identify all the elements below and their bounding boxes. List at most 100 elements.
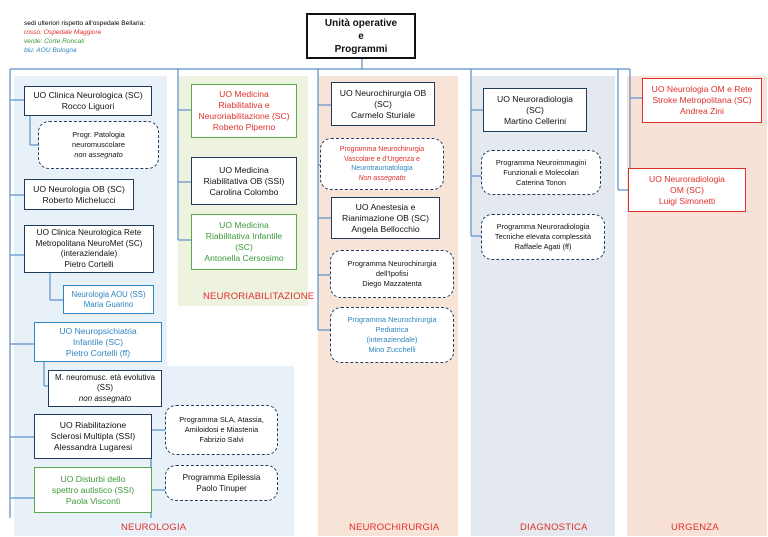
node-director: Raffaele Agati (ff) xyxy=(514,242,572,251)
uo-disturbi-spettro-autistico: UO Disturbi dello spettro autistico (SSI… xyxy=(34,467,152,513)
legend-title: sedi ulteriori rispetto all'ospedale Bel… xyxy=(24,20,146,27)
node-note: (interaziendale) xyxy=(60,249,118,258)
node-director: Maria Guarino xyxy=(83,299,134,309)
node-director: Roberto Piperno xyxy=(212,122,276,132)
node-title: UO Medicina xyxy=(219,220,269,230)
node-subtitle: neuromuscolare xyxy=(72,140,125,149)
label-urgenza: URGENZA xyxy=(671,522,719,533)
node-director: Andrea Zini xyxy=(680,106,724,116)
node-director: Martino Cellerini xyxy=(503,115,567,126)
node-note: (interaziendale) xyxy=(366,335,418,344)
node-subtitle: (SS) xyxy=(97,383,113,393)
node-title: UO Clinica Neurologica Rete xyxy=(36,228,142,237)
neurologia-aou: Neurologia AOU (SS) Maria Guarino xyxy=(63,285,154,314)
node-subtitle: Riabilitativa Infantile xyxy=(205,231,283,241)
progr-patologia-neuromuscolare: Progr. Patologia neuromuscolare non asse… xyxy=(38,121,159,169)
node-director: Luigi Simonetti xyxy=(658,195,716,206)
node-subtitle: Pediatrica xyxy=(375,325,409,334)
label-neurologia: NEUROLOGIA xyxy=(121,522,187,533)
root-line-2: e xyxy=(358,30,364,42)
node-subtitle: Sclerosi Multipla (SSI) xyxy=(50,431,136,441)
uo-clinica-neurologica-neuromet: UO Clinica Neurologica Rete Metropolitan… xyxy=(24,225,154,273)
node-subtitle: Riabilitativa e xyxy=(218,100,270,110)
node-director: Diego Mazzatenta xyxy=(362,279,422,288)
node-director: Pietro Cortelli (ff) xyxy=(65,347,131,358)
node-subtitle: Metropolitana NeuroMet (SC) xyxy=(35,238,143,248)
uo-neurologia-ob: UO Neurologia OB (SC) Roberto Michelucci xyxy=(24,179,134,210)
uo-riabilitazione-sclerosi-multipla: UO Riabilitazione Sclerosi Multipla (SSI… xyxy=(34,414,152,459)
node-director: Angela Bellocchio xyxy=(351,223,420,234)
legend-green: verde: Corte Roncati xyxy=(24,38,85,45)
label-diagnostica: DIAGNOSTICA xyxy=(520,522,588,533)
uo-neuropsichiatria-infantile: UO Neuropsichiatria Infantile (SC) Pietr… xyxy=(34,322,162,362)
node-title: UO Anestesia e xyxy=(355,201,416,212)
node-title: Progr. Patologia xyxy=(72,130,125,139)
legend-blue: blu: AOU Bologna xyxy=(24,47,77,54)
node-director: Paola Visconti xyxy=(65,495,121,506)
node-title: UO Neurologia OB (SC) xyxy=(33,183,125,194)
node-title: UO Clinica Neurologica (SC) xyxy=(33,90,143,100)
programma-sla: Programma SLA, Atassia, Amiloidosi e Mia… xyxy=(165,405,278,455)
uo-neurochirurgia-ob: UO Neurochirurgia OB (SC) Carmelo Sturia… xyxy=(331,82,435,126)
uo-neurologia-om-stroke: UO Neurologia OM e Rete Stroke Metropoli… xyxy=(642,78,762,123)
node-subtitle: OM (SC) xyxy=(670,184,704,195)
node-subtitle: Infantile (SC) xyxy=(72,336,124,347)
node-subtitle-2: Neuroriabilitazione (SC) xyxy=(198,111,290,121)
programma-epilessia: Programma Epilessia Paolo Tinuper xyxy=(165,465,278,501)
uo-clinica-neurologica: UO Clinica Neurologica (SC) Rocco Liguor… xyxy=(24,86,152,116)
node-director: Rocco Liguori xyxy=(61,101,115,111)
root-line-3: Programmi xyxy=(334,43,388,55)
node-title: UO Neuroradiologia xyxy=(497,93,573,104)
node-director: Non assegnato xyxy=(358,174,406,182)
node-title: UO Neuropsichiatria xyxy=(59,325,137,336)
uo-medicina-riabilitativa-infantile: UO Medicina Riabilitativa Infantile (SC)… xyxy=(191,214,297,270)
node-director: Antonella Cersosimo xyxy=(204,253,284,263)
uo-medicina-riabilitativa-ob: UO Medicina Riabilitativa OB (SSI) Carol… xyxy=(191,157,297,205)
panel-urgenza xyxy=(627,76,767,536)
node-note: (SC) xyxy=(235,242,253,252)
programma-neuroimmagini: Programma Neuroimmagini Funzionali e Mol… xyxy=(481,150,601,195)
node-director: non assegnato xyxy=(74,150,123,159)
legend-red: rosso: Ospedale Maggiore xyxy=(24,29,102,36)
node-title: UO Neurochirurgia OB xyxy=(339,87,427,98)
node-subtitle: Funzionali e Molecolari xyxy=(503,167,579,177)
node-subtitle: dell'Ipofisi xyxy=(375,269,409,278)
node-title: Programma Neuroimmagini xyxy=(495,157,587,167)
node-title: UO Medicina xyxy=(219,89,269,99)
node-director: Carolina Colombo xyxy=(209,186,279,197)
root-line-1: Unità operative xyxy=(324,17,398,29)
node-director: Caterina Tonon xyxy=(516,177,566,187)
ss-neuromuscolare-eta-evolutiva: M. neuromusc. età evolutiva (SS) non ass… xyxy=(48,370,162,407)
node-subtitle: Stroke Metropolitana (SC) xyxy=(652,95,752,105)
node-subtitle: (SC) xyxy=(374,98,392,109)
node-subtitle: Tecniche elevata complessità xyxy=(494,232,592,241)
node-title: Programma Neuroradiologia xyxy=(496,222,590,231)
node-director: non assegnato xyxy=(78,393,132,403)
node-title: Programma Neurochirurgia xyxy=(339,146,425,153)
node-title: M. neuromusc. età evolutiva xyxy=(54,372,156,382)
node-title: UO Medicina xyxy=(219,164,269,175)
node-title: Programma Neurochirurgia xyxy=(347,259,437,268)
node-director: Fabrizio Salvi xyxy=(199,435,244,444)
node-subtitle: Rianimazione OB (SC) xyxy=(342,212,429,223)
node-subtitle: Amiloidosi e Miastenia xyxy=(184,425,259,434)
root-node: Unità operative e Programmi xyxy=(306,13,416,59)
node-title: UO Neuroradiologia xyxy=(649,173,725,184)
uo-anestesia-rianimazione-ob: UO Anestesia e Rianimazione OB (SC) Ange… xyxy=(331,197,440,239)
node-subtitle-2: Neurotraumatologia xyxy=(351,165,413,172)
programma-neurochirurgia-vascolare: Programma Neurochirurgia Vascolare e d'U… xyxy=(320,138,444,190)
node-subtitle: (SC) xyxy=(526,104,544,115)
node-director: Mino Zucchelli xyxy=(368,345,416,354)
label-neurochirurgia: NEUROCHIRURGIA xyxy=(349,522,440,533)
node-director: Paolo Tinuper xyxy=(196,484,247,493)
node-title: UO Riabilitazione xyxy=(59,420,127,430)
node-director: Pietro Cortelli xyxy=(64,259,114,269)
node-director: Carmelo Sturiale xyxy=(351,109,415,120)
programma-neuroradiologia-tecniche: Programma Neuroradiologia Tecniche eleva… xyxy=(481,214,605,260)
node-subtitle: Vascolare e d'Urgenza e xyxy=(344,155,420,163)
node-title: Programma Neurochirurgia xyxy=(347,315,437,324)
node-subtitle: Riabilitativa OB (SSI) xyxy=(203,175,285,186)
label-neuroriabilitazione: NEURORIABILITAZIONE xyxy=(203,291,315,302)
programma-neurochirurgia-pediatrica: Programma Neurochirurgia Pediatrica (int… xyxy=(330,307,454,363)
